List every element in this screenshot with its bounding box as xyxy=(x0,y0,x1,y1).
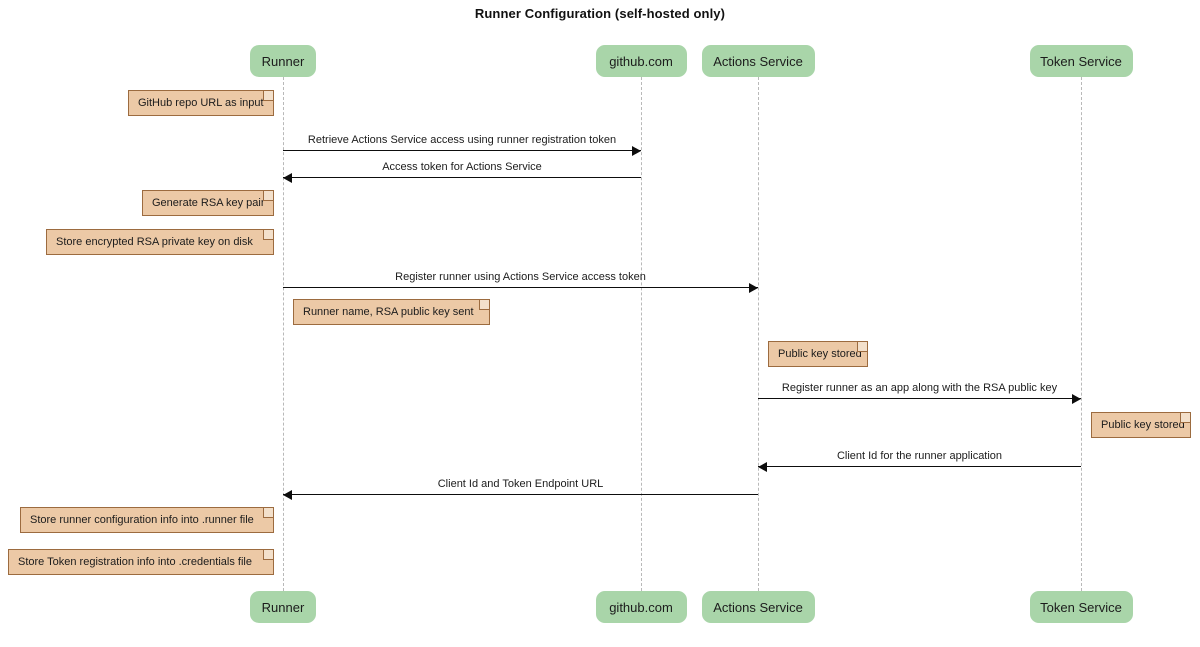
message-label: Register runner using Actions Service ac… xyxy=(395,271,646,283)
lifeline-token xyxy=(1081,77,1082,591)
participant-runner-top[interactable]: Runner xyxy=(250,45,316,77)
participant-token-top[interactable]: Token Service xyxy=(1029,45,1133,77)
message-arrowhead xyxy=(749,282,758,293)
note-text: Store runner configuration info into .ru… xyxy=(30,514,254,526)
note-1[interactable]: GitHub repo URL as input xyxy=(128,90,274,116)
note-5[interactable]: Public key stored xyxy=(768,341,868,367)
participant-github-top[interactable]: github.com xyxy=(595,45,687,77)
note-fold-corner-icon xyxy=(263,230,273,240)
message-label: Client Id for the runner application xyxy=(836,450,1003,462)
message-line xyxy=(283,287,758,288)
note-6[interactable]: Public key stored xyxy=(1091,412,1191,438)
note-text: Public key stored xyxy=(778,348,862,360)
message-arrowhead xyxy=(1072,393,1081,404)
message-line xyxy=(758,398,1081,399)
note-fold-corner-icon xyxy=(263,550,273,560)
message-label: Register runner as an app along with the… xyxy=(781,382,1058,394)
message-label: Client Id and Token Endpoint URL xyxy=(437,478,604,490)
participant-runner-bottom[interactable]: Runner xyxy=(250,591,316,623)
participant-token-bottom[interactable]: Token Service xyxy=(1029,591,1133,623)
note-fold-corner-icon xyxy=(263,91,273,101)
note-text: Store encrypted RSA private key on disk xyxy=(56,236,253,248)
note-text: GitHub repo URL as input xyxy=(138,97,264,109)
participant-actions-top[interactable]: Actions Service xyxy=(701,45,815,77)
note-8[interactable]: Store Token registration info into .cred… xyxy=(8,549,274,575)
message-line xyxy=(283,150,641,151)
message-line xyxy=(283,177,641,178)
participant-github-bottom[interactable]: github.com xyxy=(595,591,687,623)
lifeline-github xyxy=(641,77,642,591)
participant-label: github.com xyxy=(609,599,673,615)
note-2[interactable]: Generate RSA key pair xyxy=(142,190,274,216)
note-fold-corner-icon xyxy=(263,508,273,518)
diagram-title: Runner Configuration (self-hosted only) xyxy=(474,6,726,21)
note-4[interactable]: Runner name, RSA public key sent xyxy=(293,299,490,325)
participant-label: Runner xyxy=(261,599,305,615)
message-label: Access token for Actions Service xyxy=(382,161,542,173)
note-7[interactable]: Store runner configuration info into .ru… xyxy=(20,507,274,533)
message-line xyxy=(758,466,1081,467)
message-line xyxy=(283,494,758,495)
participant-actions-bottom[interactable]: Actions Service xyxy=(701,591,815,623)
note-fold-corner-icon xyxy=(857,342,867,352)
message-arrowhead xyxy=(283,489,292,500)
participant-label: Token Service xyxy=(1040,599,1122,615)
note-text: Runner name, RSA public key sent xyxy=(303,306,474,318)
participant-label: Runner xyxy=(261,53,305,69)
note-fold-corner-icon xyxy=(263,191,273,201)
note-text: Generate RSA key pair xyxy=(152,197,265,209)
note-text: Store Token registration info into .cred… xyxy=(18,556,252,568)
message-arrowhead xyxy=(632,145,641,156)
message-label: Retrieve Actions Service access using ru… xyxy=(307,134,617,146)
note-3[interactable]: Store encrypted RSA private key on disk xyxy=(46,229,274,255)
participant-label: Actions Service xyxy=(713,53,803,69)
lifeline-actions xyxy=(758,77,759,591)
participant-label: Actions Service xyxy=(713,599,803,615)
message-arrowhead xyxy=(283,172,292,183)
participant-label: Token Service xyxy=(1040,53,1122,69)
note-fold-corner-icon xyxy=(1180,413,1190,423)
lifeline-runner xyxy=(283,77,284,591)
participant-label: github.com xyxy=(609,53,673,69)
note-fold-corner-icon xyxy=(479,300,489,310)
note-text: Public key stored xyxy=(1101,419,1185,431)
message-arrowhead xyxy=(758,461,767,472)
